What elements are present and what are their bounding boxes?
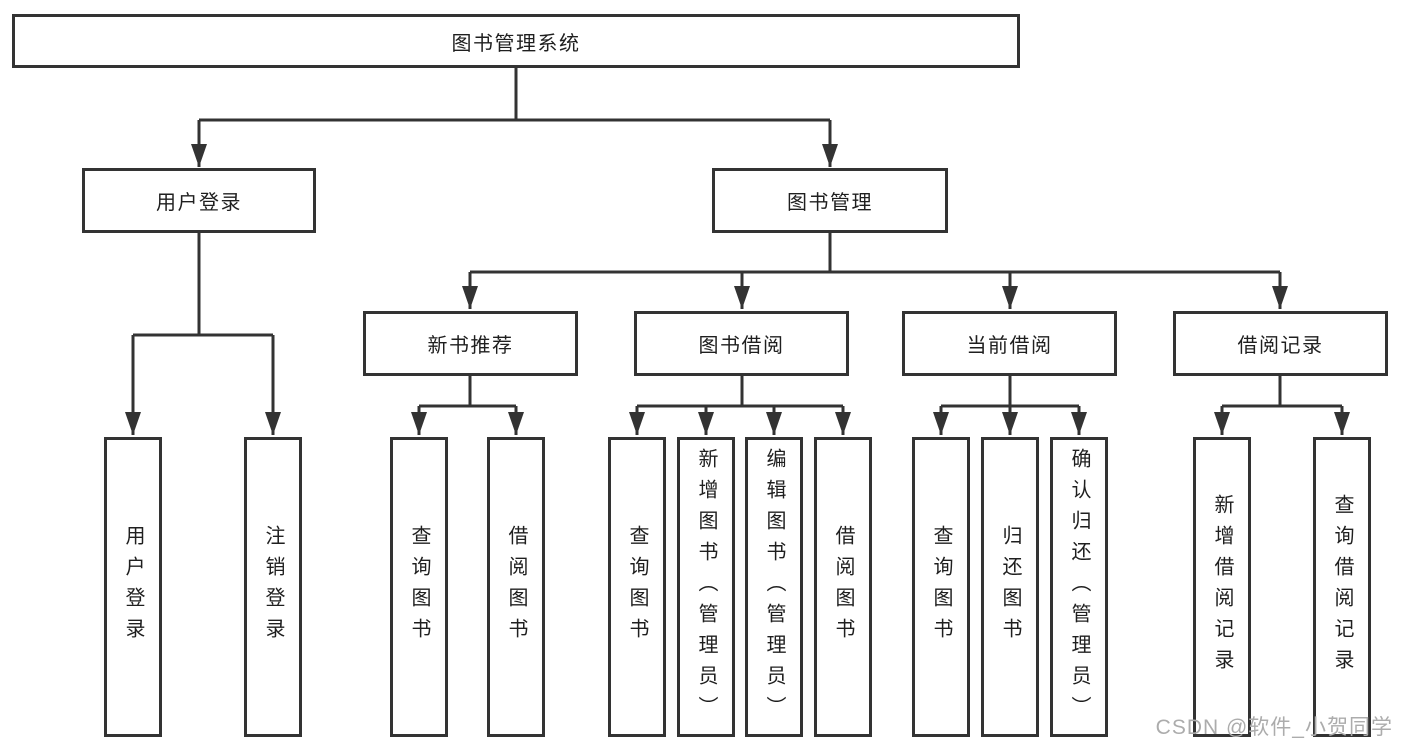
leaf-br-add-record: 新增借阅记录 <box>1193 437 1251 737</box>
node-library-management-system-label: 图书管理系统 <box>451 32 581 55</box>
leaf-bb-query-books-label: 查询图书 <box>626 525 648 649</box>
leaf-cb-return-books-label: 归还图书 <box>999 525 1021 649</box>
leaf-cb-query-books-label: 查询图书 <box>930 525 952 649</box>
leaf-nb-borrow-books: 借阅图书 <box>487 437 545 737</box>
leaf-logout: 注销登录 <box>244 437 302 737</box>
node-book-borrow-label: 图书借阅 <box>698 335 785 357</box>
leaf-user-login: 用户登录 <box>104 437 162 737</box>
node-new-book-recommend: 新书推荐 <box>363 311 578 376</box>
leaf-logout-label: 注销登录 <box>262 525 284 649</box>
node-borrow-records: 借阅记录 <box>1173 311 1388 376</box>
connector-borrow-records-to-leaves <box>1214 376 1350 435</box>
connector-user-login-to-leaves <box>125 232 281 435</box>
leaf-cb-query-books: 查询图书 <box>912 437 970 737</box>
leaf-user-login-label: 用户登录 <box>122 525 144 649</box>
leaf-bb-add-books-admin: 新增图书（管理员） <box>677 437 735 737</box>
leaf-bb-borrow-books-label: 借阅图书 <box>832 525 854 649</box>
node-book-borrow: 图书借阅 <box>634 311 849 376</box>
node-user-login-label: 用户登录 <box>156 192 242 214</box>
leaf-br-query-record: 查询借阅记录 <box>1313 437 1371 737</box>
node-book-management-label: 图书管理 <box>787 192 873 214</box>
connector-new-book-recommend-to-leaves <box>411 376 524 435</box>
node-user-login: 用户登录 <box>82 168 316 233</box>
leaf-cb-return-books: 归还图书 <box>981 437 1039 737</box>
leaf-nb-borrow-books-label: 借阅图书 <box>505 525 527 649</box>
leaf-br-query-record-label: 查询借阅记录 <box>1331 494 1353 680</box>
leaf-bb-edit-books-admin: 编辑图书（管理员） <box>745 437 803 737</box>
leaf-bb-edit-books-admin-label: 编辑图书（管理员） <box>763 447 785 727</box>
csdn-watermark: CSDN @软件_小贺同学 <box>1155 716 1393 739</box>
connector-book-borrow-to-leaves <box>629 376 851 435</box>
node-current-borrow: 当前借阅 <box>902 311 1117 376</box>
leaf-cb-confirm-return-admin: 确认归还（管理员） <box>1050 437 1108 737</box>
connector-root-to-level2 <box>191 68 838 167</box>
node-book-management: 图书管理 <box>712 168 948 233</box>
leaf-bb-add-books-admin-label: 新增图书（管理员） <box>695 447 717 727</box>
leaf-nb-query-books: 查询图书 <box>390 437 448 737</box>
node-new-book-recommend-label: 新书推荐 <box>427 335 514 357</box>
leaf-br-add-record-label: 新增借阅记录 <box>1211 494 1233 680</box>
leaf-bb-query-books: 查询图书 <box>608 437 666 737</box>
node-borrow-records-label: 借阅记录 <box>1237 335 1324 357</box>
connector-book-management-to-level3 <box>462 232 1288 309</box>
node-library-management-system: 图书管理系统 <box>12 14 1020 68</box>
connector-current-borrow-to-leaves <box>933 376 1087 435</box>
leaf-cb-confirm-return-admin-label: 确认归还（管理员） <box>1068 447 1090 727</box>
leaf-bb-borrow-books: 借阅图书 <box>814 437 872 737</box>
leaf-nb-query-books-label: 查询图书 <box>408 525 430 649</box>
node-current-borrow-label: 当前借阅 <box>966 335 1053 357</box>
